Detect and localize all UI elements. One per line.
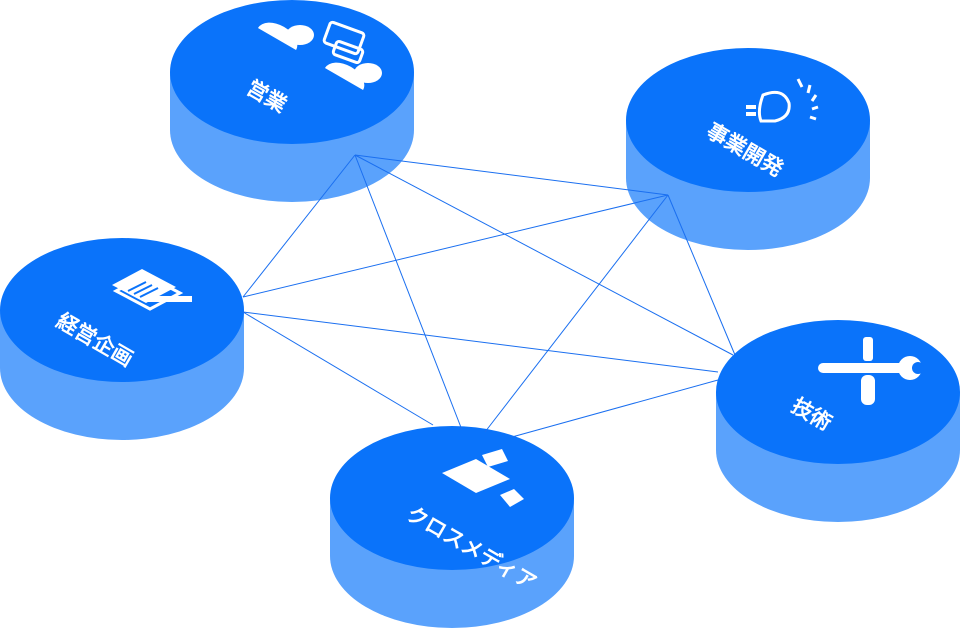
connection-line-eigyo-gijutsu	[354, 154, 734, 356]
connection-line-jigyo-keiei	[242, 194, 669, 298]
connection-line-jigyo-gijutsu	[667, 194, 736, 356]
node-keiei: 経営企画	[0, 238, 244, 440]
connection-line-eigyo-keiei	[242, 154, 356, 298]
cylinder-top	[170, 0, 414, 144]
document-pen-icon	[112, 269, 192, 311]
connection-line-eigyo-cross	[354, 154, 463, 431]
tools-icon	[818, 337, 924, 405]
cylinder-top	[716, 320, 960, 464]
node-eigyo: 営業	[170, 0, 414, 202]
connection-line-keiei-cross	[242, 311, 434, 426]
lightbulb-icon	[746, 78, 819, 123]
connection-line-gijutsu-cross	[511, 379, 719, 438]
video-camera-icon	[442, 449, 524, 507]
cylinder-top	[0, 238, 244, 382]
connection-line-keiei-gijutsu	[242, 311, 719, 373]
connection-line-jigyo-cross	[484, 194, 669, 433]
cylinder-top	[626, 48, 870, 192]
people-chat-icon	[257, 20, 382, 90]
cylinder-top	[330, 426, 574, 570]
node-cross: クロスメディア	[330, 426, 574, 628]
node-gijutsu: 技術	[716, 320, 960, 522]
connection-line-eigyo-jigyo	[354, 154, 669, 196]
node-jigyo: 事業開発	[626, 48, 870, 250]
